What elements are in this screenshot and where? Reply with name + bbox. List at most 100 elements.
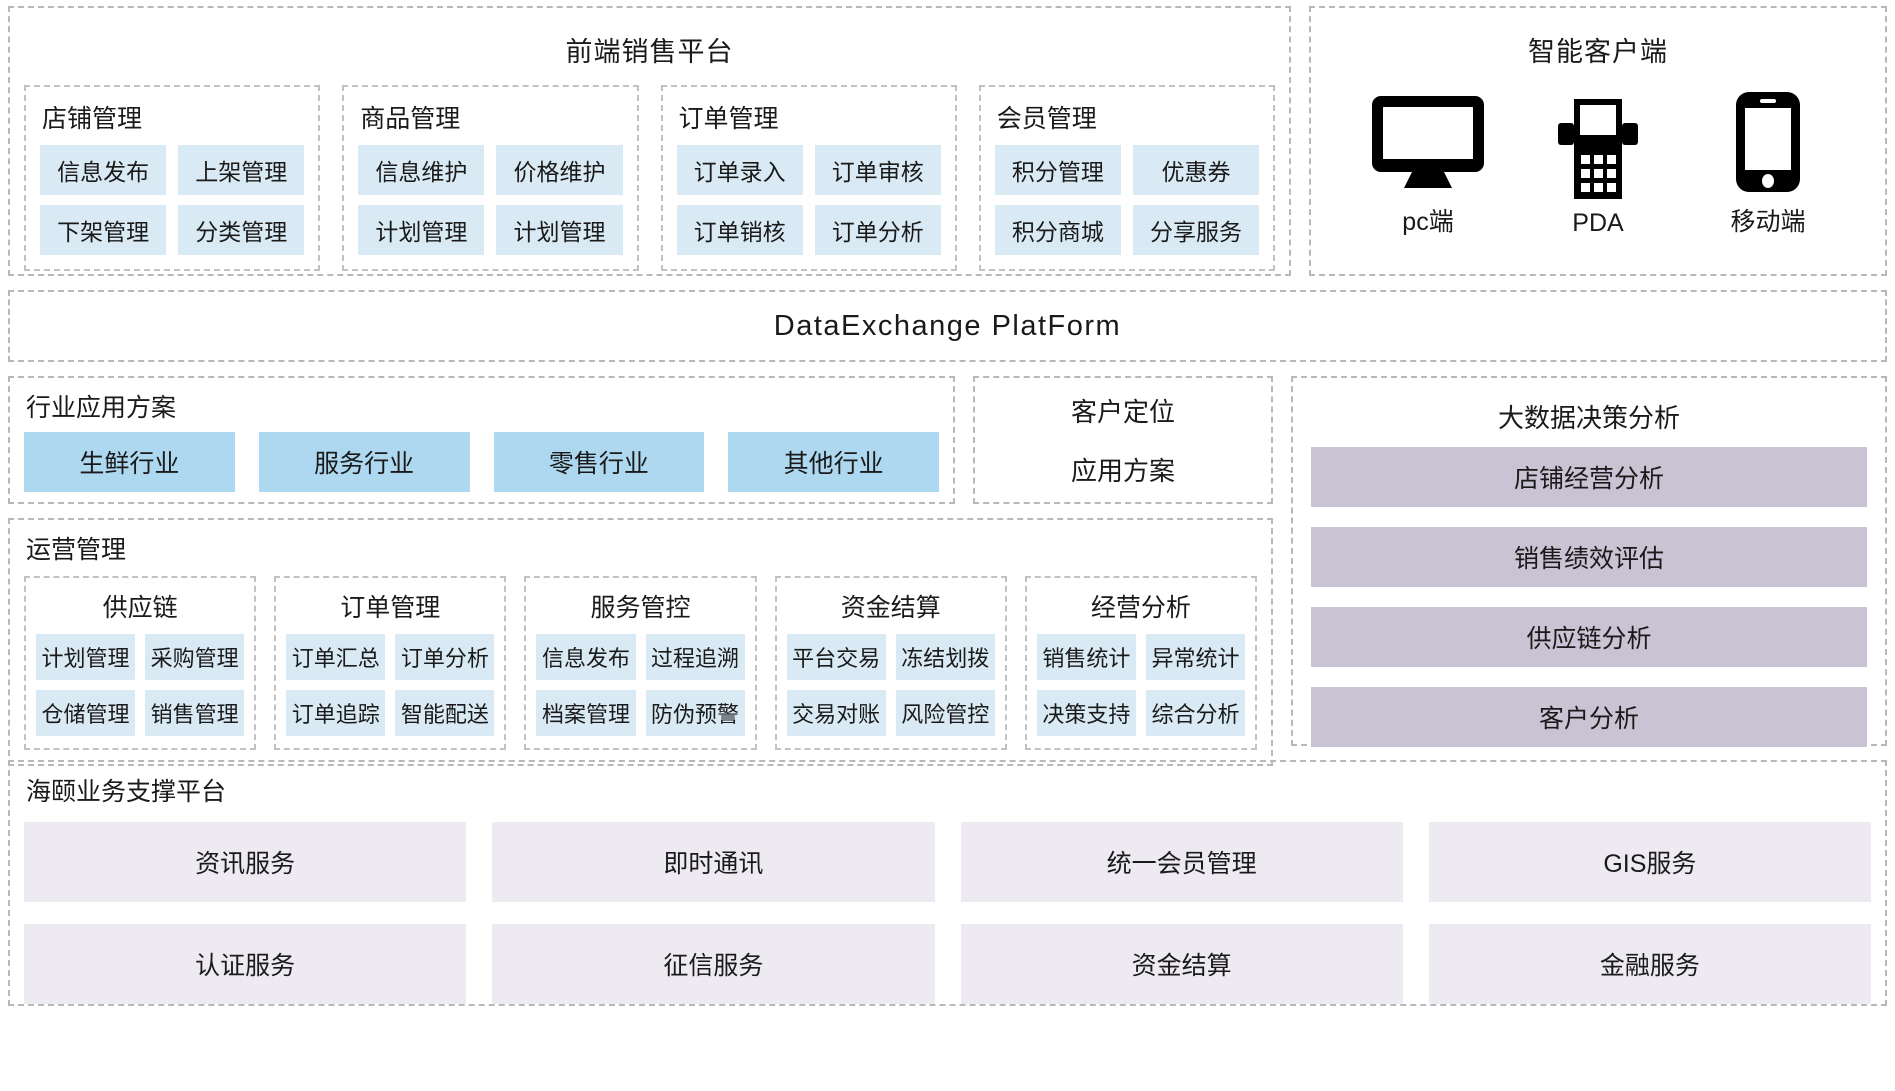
chip-item[interactable]: 积分商城: [994, 205, 1121, 255]
chip-item[interactable]: 采购管理: [145, 634, 245, 680]
group-title: 经营分析: [1090, 594, 1191, 622]
support-panel-title: 海颐业务支撑平台: [26, 778, 227, 806]
chip-item[interactable]: 仓储管理: [36, 690, 136, 736]
device-pda: PDA: [1513, 96, 1683, 238]
chip-item[interactable]: 订单分析: [395, 634, 495, 680]
support-chip[interactable]: 资金结算: [960, 924, 1403, 1004]
chip-item[interactable]: 智能配送: [395, 690, 495, 736]
industry-solutions-panel: 行业应用方案 生鲜行业 服务行业 零售行业 其他行业: [8, 376, 955, 504]
chip-item[interactable]: 信息发布: [536, 634, 636, 680]
chip-item[interactable]: 积分管理: [994, 145, 1121, 195]
chip-item[interactable]: 决策支持: [1036, 690, 1136, 736]
operations-group-fund-settlement: 资金结算 平台交易 冻结划拨 交易对账 风险管控: [774, 576, 1007, 750]
device-mobile: 移动端: [1683, 89, 1853, 238]
support-chip[interactable]: 金融服务: [1428, 924, 1871, 1004]
industry-chip[interactable]: 生鲜行业: [24, 432, 235, 492]
group-title: 订单管理: [678, 105, 779, 133]
chip-item[interactable]: 综合分析: [1145, 690, 1246, 736]
dataexchange-platform-band: DataExchange PlatForm: [8, 290, 1887, 362]
chip-item[interactable]: 销售统计: [1036, 634, 1136, 680]
support-item-grid: 资讯服务 即时通讯 统一会员管理 GIS服务 认证服务 征信服务 资金结算 金融…: [24, 822, 1871, 1004]
operations-group-list: 供应链 计划管理 采购管理 仓储管理 销售管理 订单管理 订单汇总 订单分析: [24, 576, 1258, 750]
chip-item[interactable]: 计划管理: [36, 634, 136, 680]
group-item-grid: 计划管理 采购管理 仓储管理 销售管理: [36, 634, 245, 736]
customer-positioning-panel: 客户定位 应用方案: [973, 376, 1273, 504]
chip-item[interactable]: 平台交易: [786, 634, 886, 680]
chip-item[interactable]: 风险管控: [895, 690, 995, 736]
chip-item[interactable]: 销售管理: [145, 690, 245, 736]
group-item-grid: 订单录入 订单审核 订单销核 订单分析: [676, 145, 941, 255]
support-chip[interactable]: GIS服务: [1428, 822, 1871, 902]
chip-item[interactable]: 订单汇总: [286, 634, 386, 680]
chip-item[interactable]: 分享服务: [1132, 205, 1259, 255]
support-chip[interactable]: 征信服务: [492, 924, 935, 1004]
chip-item[interactable]: 订单录入: [676, 145, 803, 195]
group-item-grid: 订单汇总 订单分析 订单追踪 智能配送: [286, 634, 495, 736]
chip-item[interactable]: 优惠券: [1132, 145, 1259, 195]
client-panel-title: 智能客户端: [1528, 37, 1668, 67]
frontend-group-order: 订单管理 订单录入 订单审核 订单销核 订单分析: [660, 85, 957, 271]
chip-item[interactable]: 上架管理: [178, 145, 305, 195]
bigdata-chip[interactable]: 销售绩效评估: [1311, 527, 1867, 587]
bigdata-decision-analysis-panel: 大数据决策分析 店铺经营分析 销售绩效评估 供应链分析 客户分析: [1291, 376, 1887, 747]
client-device-list: pc端: [1325, 85, 1871, 238]
bigdata-chip[interactable]: 供应链分析: [1311, 607, 1867, 667]
group-title: 店铺管理: [42, 105, 143, 133]
chip-item[interactable]: 交易对账: [786, 690, 886, 736]
support-chip[interactable]: 认证服务: [24, 924, 467, 1004]
smart-client-panel: 智能客户端 pc端: [1309, 6, 1887, 276]
operations-panel-title: 运营管理: [26, 536, 127, 564]
mobile-phone-icon: [1683, 89, 1853, 194]
industry-item-list: 生鲜行业 服务行业 零售行业 其他行业: [24, 432, 939, 492]
group-title: 服务管控: [590, 594, 691, 622]
group-title: 资金结算: [840, 594, 941, 622]
industry-chip[interactable]: 其他行业: [728, 432, 939, 492]
support-chip[interactable]: 资讯服务: [24, 822, 467, 902]
chip-item[interactable]: 过程追溯: [645, 634, 745, 680]
frontend-group-member: 会员管理 积分管理 优惠券 积分商城 分享服务: [978, 85, 1275, 271]
industry-panel-title: 行业应用方案: [26, 394, 177, 422]
support-chip[interactable]: 即时通讯: [492, 822, 935, 902]
group-item-grid: 平台交易 冻结划拨 交易对账 风险管控: [786, 634, 995, 736]
pda-terminal-icon: [1513, 96, 1683, 201]
group-item-grid: 信息维护 价格维护 计划管理 计划管理: [358, 145, 623, 255]
bigdata-item-list: 店铺经营分析 销售绩效评估 供应链分析 客户分析: [1311, 447, 1867, 747]
frontend-group-product: 商品管理 信息维护 价格维护 计划管理 计划管理: [342, 85, 639, 271]
group-item-grid: 信息发布 过程追溯 档案管理 防伪预警: [536, 634, 745, 736]
group-title: 订单管理: [340, 594, 441, 622]
operations-management-panel: 运营管理 供应链 计划管理 采购管理 仓储管理 销售管理 订单管理: [8, 518, 1273, 766]
chip-item[interactable]: 订单追踪: [286, 690, 386, 736]
chip-item[interactable]: 下架管理: [40, 205, 167, 255]
group-item-grid: 积分管理 优惠券 积分商城 分享服务: [994, 145, 1259, 255]
industry-chip[interactable]: 零售行业: [493, 432, 705, 492]
industry-chip[interactable]: 服务行业: [258, 432, 470, 492]
chip-item[interactable]: 信息发布: [40, 145, 167, 195]
chip-item[interactable]: 冻结划拨: [895, 634, 995, 680]
support-chip[interactable]: 统一会员管理: [960, 822, 1403, 902]
chip-item[interactable]: 价格维护: [496, 145, 623, 195]
operations-group-business-analysis: 经营分析 销售统计 异常统计 决策支持 综合分析: [1024, 576, 1258, 750]
chip-item[interactable]: 计划管理: [358, 205, 485, 255]
positioning-line-1: 客户定位: [1070, 397, 1175, 427]
operations-group-order: 订单管理 订单汇总 订单分析 订单追踪 智能配送: [274, 576, 507, 750]
chip-item[interactable]: 订单销核: [676, 205, 803, 255]
chip-item[interactable]: 订单审核: [814, 145, 941, 195]
chip-item[interactable]: 分类管理: [178, 205, 305, 255]
frontend-sales-platform-panel: 前端销售平台 店铺管理 信息发布 上架管理 下架管理 分类管理 商品管理 信息维…: [8, 6, 1291, 276]
desktop-monitor-icon: [1343, 89, 1513, 194]
bigdata-chip[interactable]: 店铺经营分析: [1311, 447, 1867, 507]
row-industry-operations-bigdata: 行业应用方案 生鲜行业 服务行业 零售行业 其他行业 客户定位 应用方案 运营管…: [8, 376, 1887, 766]
bigdata-chip[interactable]: 客户分析: [1311, 687, 1867, 747]
chip-item[interactable]: 档案管理: [536, 690, 636, 736]
chip-item[interactable]: 订单分析: [814, 205, 941, 255]
frontend-panel-title: 前端销售平台: [565, 37, 734, 67]
chip-item[interactable]: 防伪预警: [645, 690, 745, 736]
chip-item[interactable]: 计划管理: [496, 205, 623, 255]
group-item-grid: 销售统计 异常统计 决策支持 综合分析: [1036, 634, 1246, 736]
group-title: 会员管理: [996, 105, 1097, 133]
device-label: 移动端: [1730, 208, 1806, 236]
chip-item[interactable]: 信息维护: [358, 145, 485, 195]
chip-item[interactable]: 异常统计: [1145, 634, 1246, 680]
business-support-platform-panel: 海颐业务支撑平台 资讯服务 即时通讯 统一会员管理 GIS服务 认证服务 征信服…: [8, 760, 1887, 1006]
